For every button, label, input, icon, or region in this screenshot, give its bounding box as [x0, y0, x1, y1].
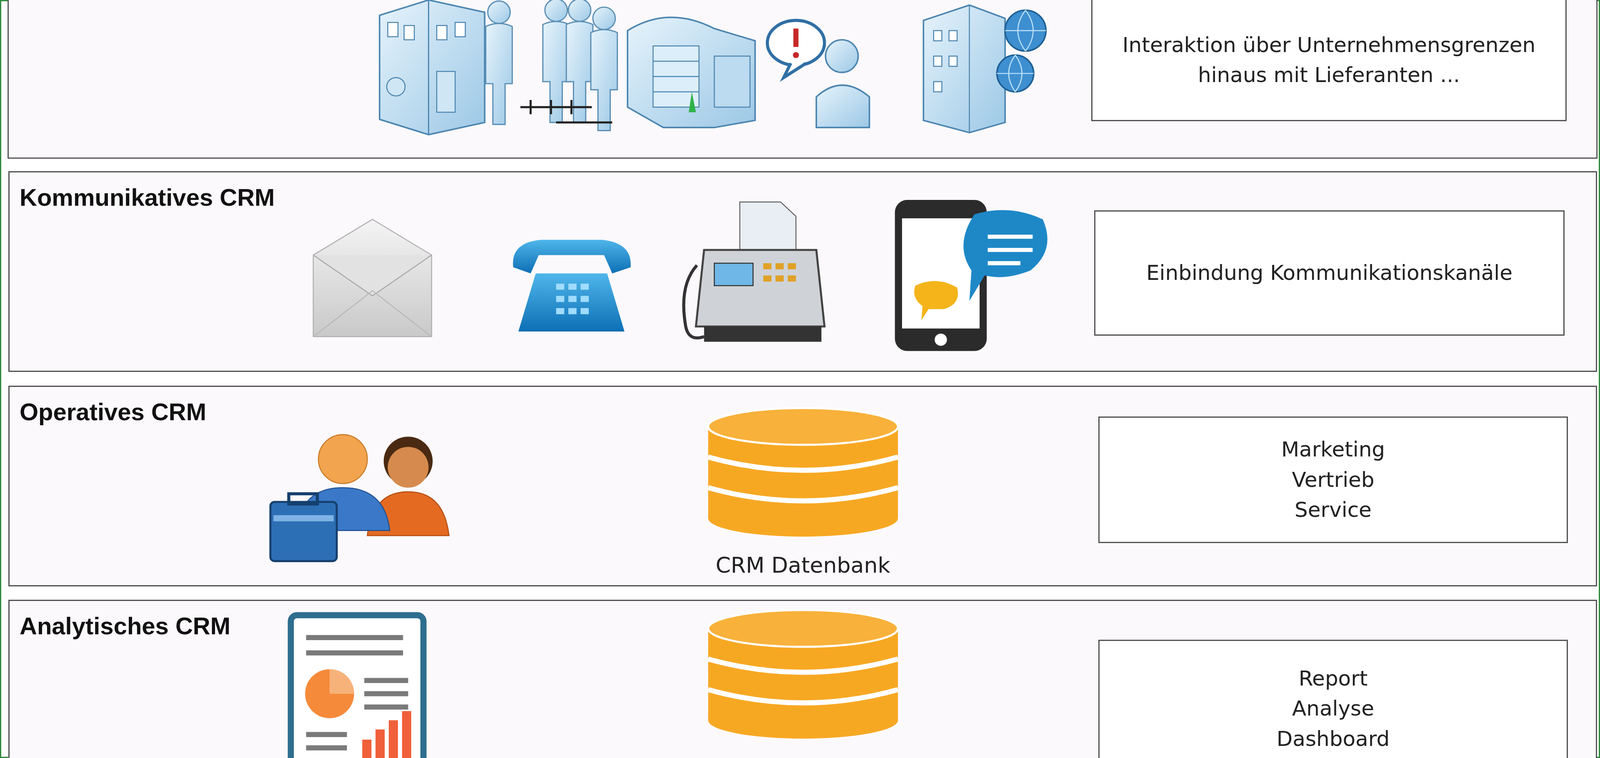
text-box: Einbindung Kommunikationskanäle: [1094, 210, 1565, 336]
text-box: ReportAnalyseDashboard: [1098, 640, 1568, 758]
text-box: MarketingVertriebService: [1098, 416, 1568, 544]
box-text: Interaktion über Unternehmensgrenzen hin…: [1105, 30, 1553, 91]
layer-heading: Kommunikatives CRM: [19, 183, 275, 212]
box-text: Analyse: [1292, 693, 1375, 725]
box-text: Marketing: [1281, 434, 1385, 465]
box-text: Einbindung Kommunikationskanäle: [1146, 257, 1513, 289]
layer-band: Analytisches CRM ReportAnalyseDashboard: [8, 600, 1598, 758]
box-text: Service: [1294, 495, 1372, 526]
layer-band: Kommunikatives CRM Einbindung Kommunikati…: [8, 171, 1598, 373]
layer-heading: Analytisches CRM: [19, 612, 231, 640]
text-box: Interaktion über Unternehmensgrenzen hin…: [1091, 0, 1567, 122]
box-text: Report: [1298, 663, 1368, 695]
database-label: CRM Datenbank: [715, 552, 890, 578]
box-text: Dashboard: [1276, 724, 1390, 755]
layer-heading: Operatives CRM: [19, 397, 207, 426]
box-text: Vertrieb: [1291, 465, 1375, 496]
